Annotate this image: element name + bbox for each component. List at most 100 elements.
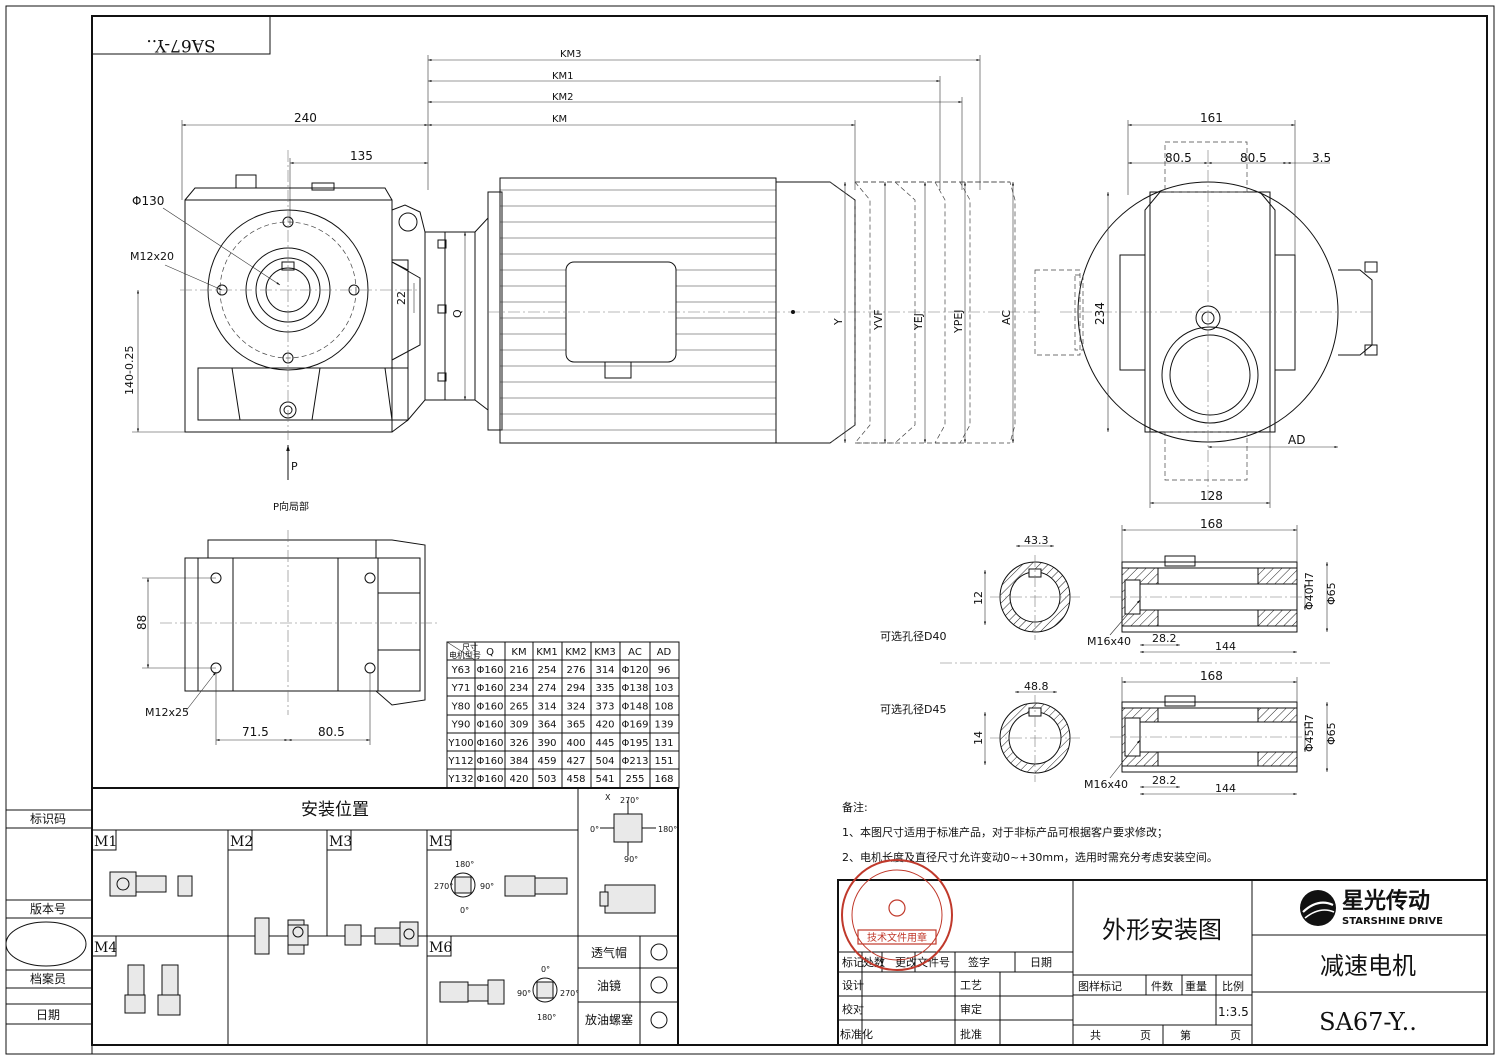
dim-phi130: Φ130: [132, 194, 164, 208]
table-cell: 420: [595, 720, 614, 731]
table-cell: 335: [595, 683, 614, 694]
drawing-title: 外形安装图: [1102, 916, 1222, 944]
pos-m1: M1: [94, 834, 117, 850]
tb-review: 审定: [960, 1002, 982, 1016]
table-row-model: Y71: [451, 683, 471, 694]
front-view: KM3 KM1 KM2 KM 240 135: [123, 49, 1040, 513]
drain-symbol: [650, 1011, 668, 1029]
dim-q: Q: [451, 309, 464, 318]
pos-m5: M5: [429, 834, 452, 850]
table-cell: 234: [509, 683, 528, 694]
table-cell: 265: [509, 701, 528, 712]
table-cell: 96: [658, 665, 671, 676]
col-km3: KM3: [594, 647, 616, 658]
rev-sign: 签字: [968, 955, 990, 969]
dim-80-5c: 80.5: [318, 725, 345, 739]
tb-page-unit-a: 页: [1140, 1029, 1151, 1042]
m6-sketch: 0° 90° 270° 180°: [439, 965, 579, 1022]
col-km1: KM1: [536, 647, 558, 658]
tb-sample-mark: 图样标记: [1078, 979, 1122, 993]
model-label-box: SA67-Y..: [91, 15, 271, 55]
table-cell: 384: [509, 756, 528, 767]
tb-page-no: 第: [1180, 1028, 1191, 1042]
table-cell: 131: [654, 738, 673, 749]
dim-ac: AC: [1000, 310, 1013, 325]
col-km2: KM2: [565, 647, 587, 658]
tb-process: 工艺: [960, 979, 982, 992]
table-cell: 103: [654, 683, 673, 694]
note-1: 1、本图尺寸适用于标准产品，对于非标产品可根据客户要求修改；: [842, 825, 1168, 839]
table-corner-top: 尺寸: [462, 642, 478, 652]
oil-glass-symbol: [650, 976, 668, 994]
rev-date: 日期: [1030, 956, 1052, 969]
bore-sections: 43.3 12 可选孔径D40 48.8 14 可选孔径D45 168 Φ40H…: [880, 517, 1338, 796]
dim-km3: KM3: [560, 49, 582, 60]
side-version: 版本号: [30, 902, 66, 916]
table-cell: 151: [654, 756, 673, 767]
dim-144a: 144: [1215, 640, 1236, 653]
table-cell: Φ160: [477, 738, 504, 749]
m6-angle-180: 180°: [537, 1013, 556, 1022]
table-cell: Φ213: [622, 756, 649, 767]
table-cell: 364: [537, 720, 556, 731]
side-view: 161 80.5 80.5 3.5 234 AD 128: [1034, 111, 1378, 508]
product-name: 减速电机: [1320, 952, 1416, 980]
tb-design: 设计: [842, 979, 864, 992]
legend-drain: 放油螺塞: [585, 1012, 633, 1027]
technical-stamp: 技术文件用章: [841, 859, 953, 971]
view-label: P向局部: [273, 500, 309, 513]
dim-phi65b: Φ65: [1325, 722, 1338, 745]
note-2: 2、电机长度及直径尺寸允许变动0~+30mm，选用时需充分考虑安装空间。: [842, 850, 1218, 864]
dimension-table: 尺寸 电机型号 Q KM KM1 KM2 KM3 AC AD: [446, 641, 680, 789]
dim-135: 135: [350, 149, 373, 163]
side-date: 日期: [36, 1008, 60, 1022]
tb-weight: 重量: [1185, 979, 1207, 993]
m6-angle-0: 0°: [541, 965, 550, 974]
dim-m12x20: M12x20: [130, 250, 174, 263]
dim-80-5b: 80.5: [1240, 151, 1267, 165]
col-ad: AD: [657, 647, 672, 658]
col-q: Q: [486, 647, 494, 658]
bore-d45-label: 可选孔径D45: [880, 703, 946, 716]
company-logo: 星光传动 STARSHINE DRIVE: [1300, 889, 1443, 927]
table-cell: 314: [537, 701, 556, 712]
table-row-model: Y100: [447, 738, 473, 749]
pos-m3: M3: [329, 834, 352, 850]
dim-22: 22: [395, 291, 408, 305]
table-cell: 168: [654, 774, 673, 785]
m4-sketch: [124, 964, 181, 1016]
stamp-text: 技术文件用章: [867, 931, 927, 944]
legend-vent: 透气帽: [591, 945, 627, 960]
side-mark-code: 标识码: [30, 812, 66, 826]
tb-standard: 标准化: [840, 1027, 873, 1041]
tb-scale: 比例: [1222, 979, 1244, 993]
side-oval: [5, 921, 87, 967]
dim-yej: YEJ: [912, 313, 925, 331]
dim-48-8: 48.8: [1024, 680, 1049, 693]
tb-pieces: 件数: [1151, 980, 1173, 993]
dim-ad: AD: [1288, 433, 1305, 447]
title-block: 标记 处数 更改文件号 签字 日期 设计 工艺 校对 审定 标准化 批准 技术文…: [837, 859, 1488, 1046]
table-cell: 390: [537, 738, 556, 749]
table-cell: Φ160: [477, 683, 504, 694]
tb-approve: 批准: [960, 1027, 982, 1041]
dim-161: 161: [1200, 111, 1223, 125]
key-angle-0: 0°: [590, 825, 599, 834]
rev-mark: 标记: [842, 955, 864, 969]
table-row-model: Y112: [447, 756, 473, 767]
dim-phi45: Φ45H7: [1303, 714, 1316, 752]
m5-angle-0: 0°: [460, 906, 469, 915]
dim-km1: KM1: [552, 71, 574, 82]
dim-m16x40a: M16x40: [1087, 635, 1131, 648]
table-cell: Φ195: [622, 738, 649, 749]
table-cell: 458: [566, 774, 585, 785]
table-cell: 373: [595, 701, 614, 712]
dim-km: KM: [552, 114, 567, 125]
table-cell: Φ120: [622, 665, 649, 676]
table-cell: 274: [537, 683, 556, 694]
table-cell: 309: [509, 720, 528, 731]
key-axis-x: X: [605, 793, 611, 802]
notes-heading: 备注:: [842, 800, 868, 814]
dim-14: 14: [972, 731, 985, 745]
m5-angle-90: 90°: [480, 882, 494, 891]
